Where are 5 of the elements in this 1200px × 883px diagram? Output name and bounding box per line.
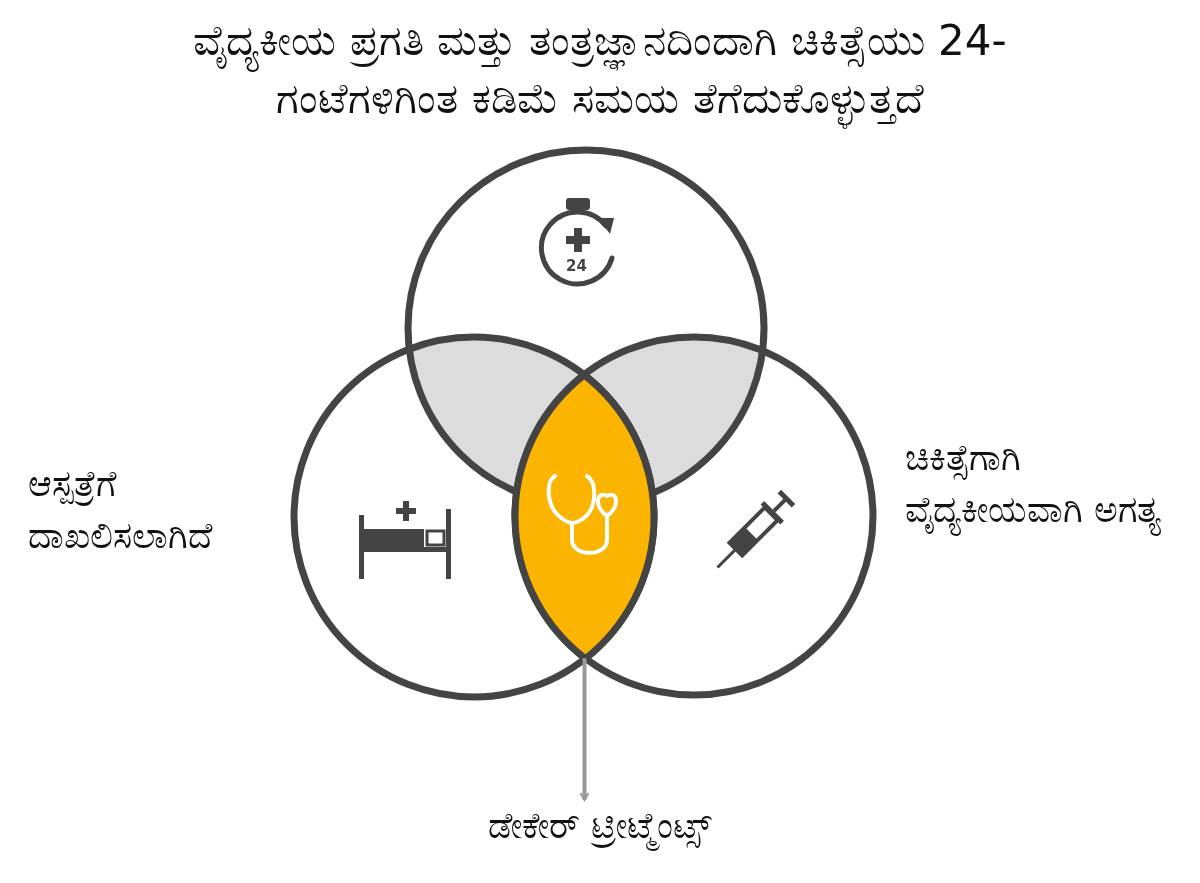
diagram-title: ವೈದ್ಯಕೀಯ ಪ್ರಗತಿ ಮತ್ತು ತಂತ್ರಜ್ಞಾನದಿಂದಾಗಿ ಚಿಕಿತ್ಸೆಯು 24-ಗಂಟೆಗಳಿಗಿಂತ ಕಡಿಮೆ ಸಮಯ ತೆಗೆದುಕೊಳ್ಳುತ್ತದೆ bbox=[165, 12, 1035, 128]
circle-caption: ಆಸ್ಪತ್ರೆಗೆ ದಾಖಲಿಸಲಾಗಿದೆ bbox=[28, 462, 214, 558]
icon-number: 24 bbox=[566, 258, 587, 274]
circle-caption: ಚಿಕಿತ್ಸೆಗಾಗಿ ವೈದ್ಯಕೀಯವಾಗಿ ಅಗತ್ಯ bbox=[905, 432, 1165, 536]
outcome-text: ಡೇಕೇರ್ ಟ್ರೀಟ್ಮೆಂಟ್ಸ್ bbox=[400, 802, 800, 850]
